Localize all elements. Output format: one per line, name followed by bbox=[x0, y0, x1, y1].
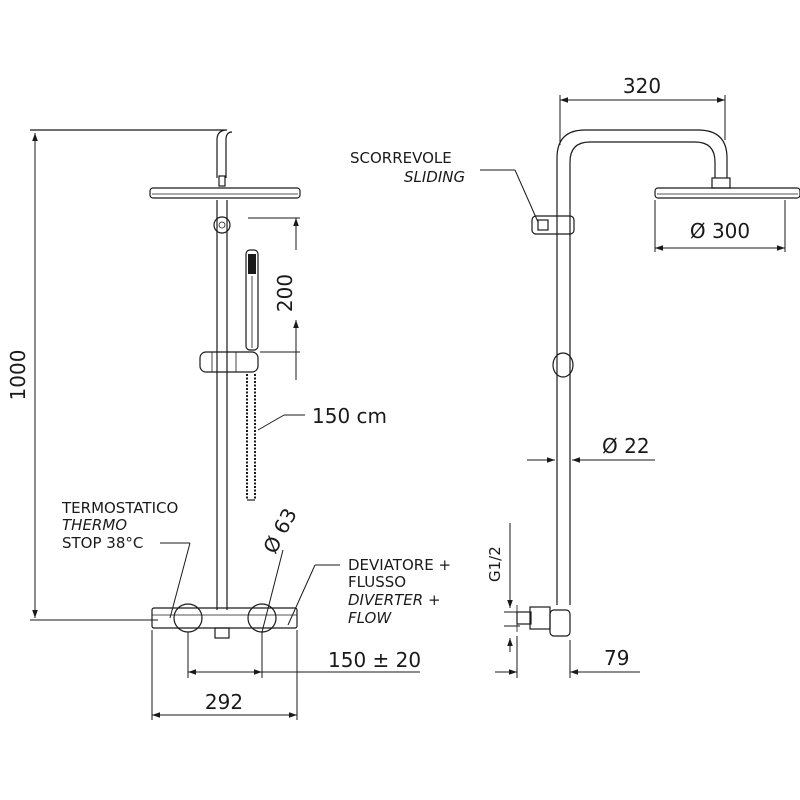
dim-mixer-width: 292 bbox=[151, 630, 298, 720]
front-hand-shower bbox=[245, 249, 259, 351]
side-slider-knob bbox=[552, 352, 574, 378]
knob-diameter-value: Ø 63 bbox=[258, 504, 302, 557]
sliding-label-it: SCORREVOLE bbox=[350, 149, 452, 167]
front-view bbox=[30, 129, 301, 639]
thermostatic-label-stop: STOP 38°C bbox=[62, 534, 143, 552]
wall-depth-value: 79 bbox=[604, 646, 629, 670]
head-diameter-value: Ø 300 bbox=[690, 219, 750, 243]
total-height-value: 1000 bbox=[6, 350, 30, 401]
bar-diameter-value: Ø 22 bbox=[602, 434, 650, 458]
diverter-label-en-1: DIVERTER + bbox=[348, 591, 441, 609]
front-vertical-bar bbox=[213, 200, 231, 610]
side-head-shower bbox=[654, 187, 800, 199]
front-shower-arm bbox=[30, 129, 233, 187]
mixer-width-value: 292 bbox=[205, 690, 243, 714]
diverter-label-it-2: FLUSSO bbox=[348, 573, 406, 591]
dim-head-diameter: Ø 300 bbox=[654, 200, 786, 252]
dim-knob-diameter: Ø 63 bbox=[258, 504, 302, 633]
sliding-callout: SCORREVOLE SLIDING bbox=[350, 149, 539, 223]
front-slider-holder bbox=[199, 351, 259, 373]
front-hose bbox=[246, 374, 256, 501]
side-view bbox=[516, 129, 800, 637]
dim-wall-depth: 79 bbox=[495, 636, 640, 678]
thermostatic-label-it: TERMOSTATICO bbox=[61, 499, 178, 517]
dim-center-distance: 150 ± 20 bbox=[187, 632, 421, 678]
hose-length-value: 150 cm bbox=[312, 404, 387, 428]
dim-bar-diameter: Ø 22 bbox=[527, 434, 655, 463]
diverter-callout: DEVIATORE + FLUSSO DIVERTER + FLOW bbox=[287, 556, 451, 627]
dim-hose-callout: 150 cm bbox=[257, 404, 387, 431]
front-thermostatic-mixer bbox=[151, 603, 298, 639]
thermostatic-label-en: THERMO bbox=[62, 516, 127, 534]
thread-value: G1/2 bbox=[486, 546, 504, 582]
dim-arm-length: 320 bbox=[559, 74, 726, 145]
arm-length-value: 320 bbox=[623, 74, 661, 98]
diverter-label-it-1: DEVIATORE + bbox=[348, 556, 451, 574]
dim-total-height: 1000 bbox=[6, 133, 158, 621]
side-mixer bbox=[516, 605, 571, 637]
dim-hand-shower: 200 bbox=[248, 217, 300, 380]
side-sliding-connector bbox=[531, 215, 575, 235]
center-distance-value: 150 ± 20 bbox=[328, 648, 421, 672]
diverter-label-en-2: FLOW bbox=[348, 609, 392, 627]
sliding-label-en: SLIDING bbox=[404, 168, 465, 186]
front-head-shower bbox=[149, 187, 301, 199]
hand-shower-value: 200 bbox=[273, 274, 297, 312]
side-bar-and-arm bbox=[556, 129, 731, 605]
thermostatic-callout: TERMOSTATICO THERMO STOP 38°C bbox=[61, 499, 191, 619]
dim-thread: G1/2 bbox=[486, 523, 520, 652]
